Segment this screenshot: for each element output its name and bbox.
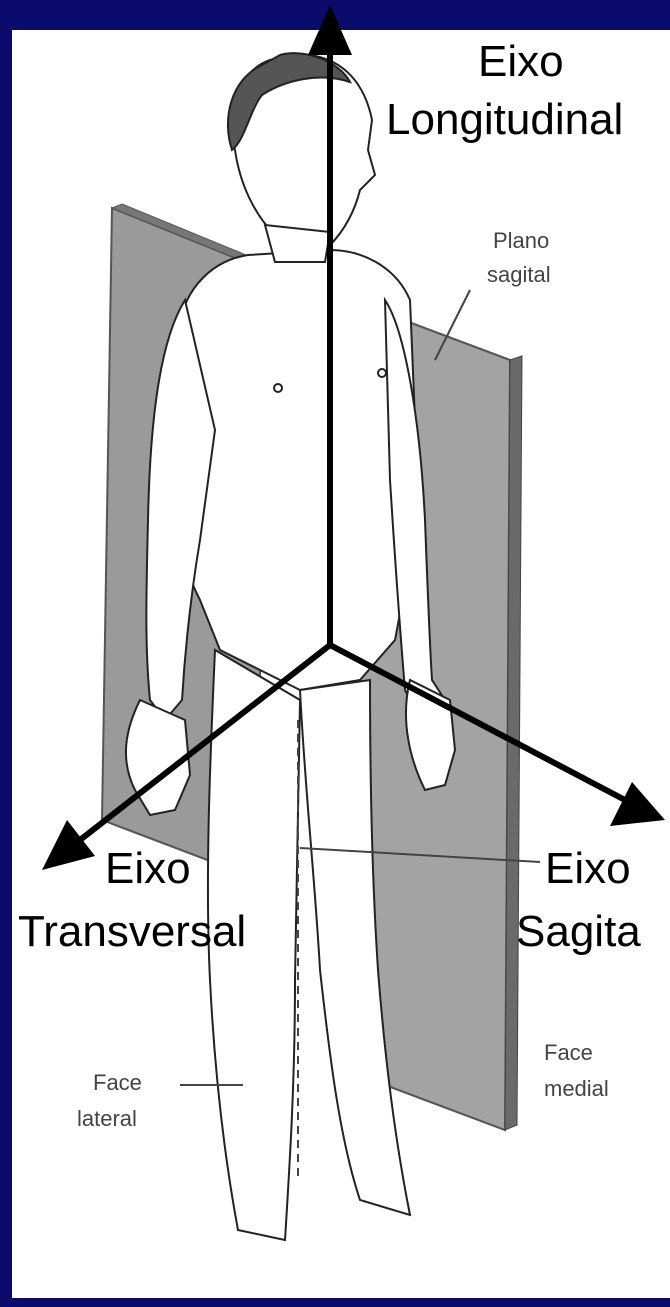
axis-longitudinal-label-line1: Eixo <box>478 38 564 86</box>
axis-sagittal-arrowhead <box>610 782 665 826</box>
axis-longitudinal-label-line2: Longitudinal <box>386 96 623 144</box>
plano-sagital-label-line2: sagital <box>487 262 551 288</box>
neck <box>265 225 330 262</box>
axis-sagittal-label-line2: Sagita <box>516 908 641 956</box>
axis-transversal-label-line2: Transversal <box>18 908 246 956</box>
face-medial-label-line1: Face <box>544 1040 593 1066</box>
axis-transversal-arrowhead <box>42 820 95 870</box>
axis-longitudinal-arrowhead <box>308 5 352 55</box>
face-medial-label-line2: medial <box>544 1076 609 1102</box>
axis-transversal-label-line1: Eixo <box>105 845 191 893</box>
face-lateral-label-line2: lateral <box>77 1106 137 1132</box>
plano-sagital-label-line1: Plano <box>493 228 549 254</box>
axis-sagittal-label-line1: Eixo <box>545 845 631 893</box>
face-lateral-label-line1: Face <box>93 1070 142 1096</box>
